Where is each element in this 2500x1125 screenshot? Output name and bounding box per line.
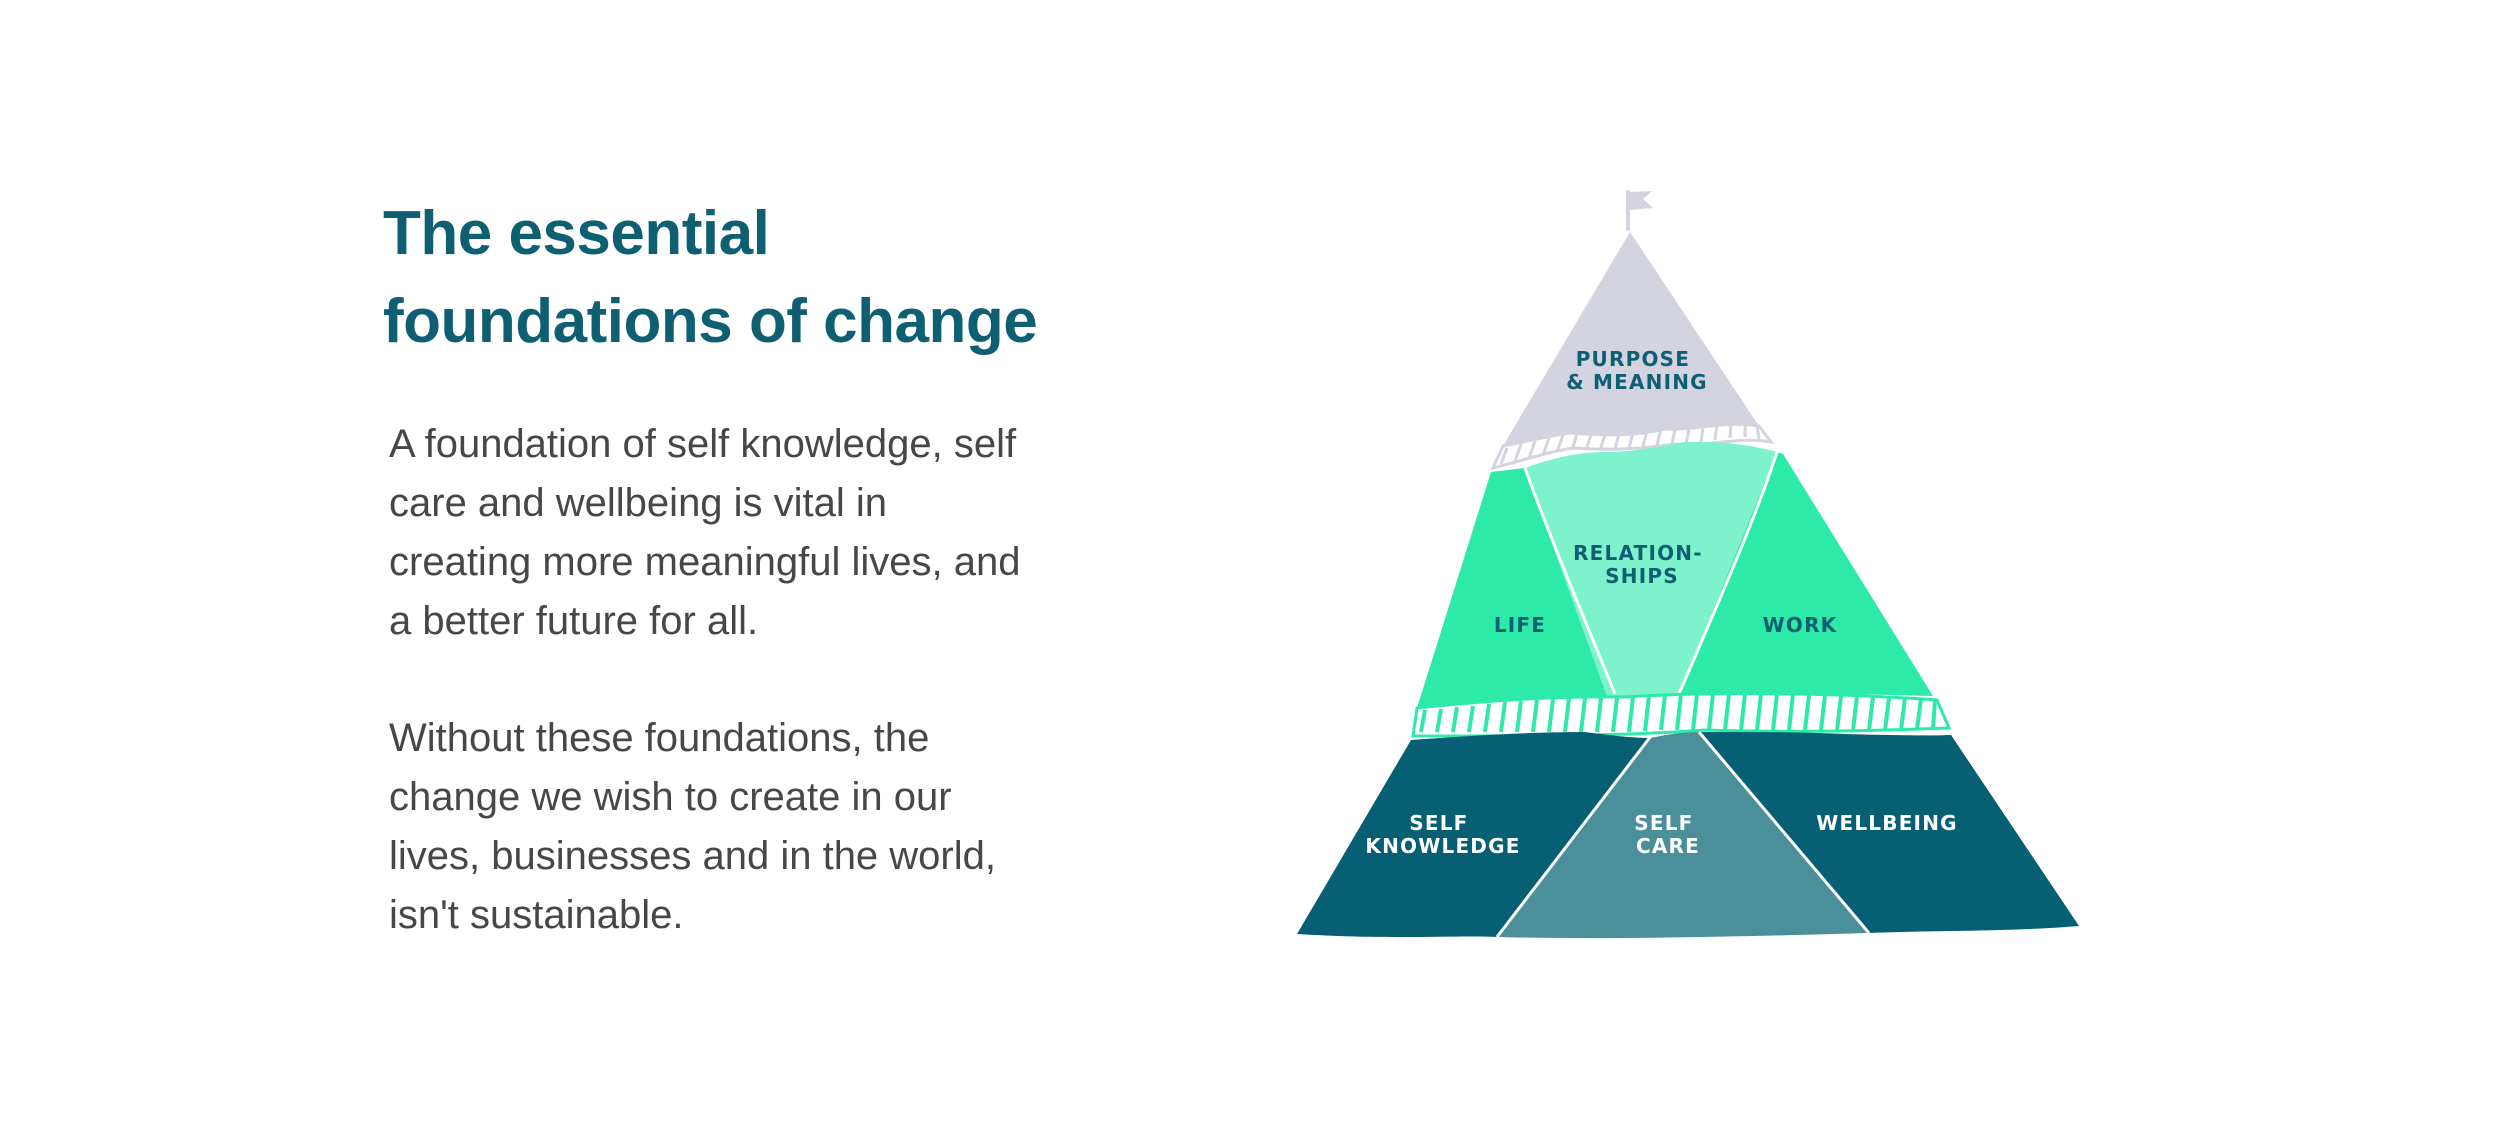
tier-divider-middle-hatching <box>1419 693 1937 733</box>
label-work: WORK <box>1763 613 1838 637</box>
tier-wellbeing <box>1701 732 2079 933</box>
label-self-care: SELF CARE <box>1634 811 1701 858</box>
tier-life <box>1417 468 1607 708</box>
tier-self-care <box>1497 732 1869 939</box>
paragraph-line: lives, businesses and in the world, <box>389 834 996 878</box>
tier-self-knowledge <box>1297 732 1650 938</box>
tier-purpose-meaning <box>1503 232 1759 446</box>
divider-self-care-wellbeing <box>1697 731 1871 934</box>
label-self-knowledge: SELF KNOWLEDGE <box>1365 811 1520 858</box>
label-purpose-meaning: PURPOSE & MEANING <box>1566 347 1708 394</box>
foundations-pyramid: PURPOSE & MEANING RELATION- SHIPS LIFE W… <box>1285 180 2115 960</box>
divider-relationships-work <box>1677 451 1779 695</box>
tier-divider-top-hatching <box>1499 422 1761 465</box>
flag-banner <box>1628 191 1653 210</box>
tier-relationships <box>1525 442 1777 696</box>
intro-paragraph: A foundation of self knowledge, self car… <box>383 415 1109 651</box>
page-title: The essential foundations of change <box>383 190 1123 366</box>
label-life: LIFE <box>1494 613 1546 637</box>
label-wellbeing: WELLBEING <box>1816 811 1958 835</box>
title-line: foundations of change <box>383 287 1038 356</box>
sustainability-paragraph: Without these foundations, the change we… <box>383 709 1109 945</box>
intro-section: The essential foundations of change A fo… <box>383 190 1123 945</box>
divider-self-knowledge-care <box>1495 735 1653 938</box>
paragraph-line: change we wish to create in our <box>389 775 952 819</box>
summit-flag-icon <box>1626 190 1653 231</box>
paragraph-line: a better future for all. <box>389 599 759 643</box>
paragraph-line: A foundation of self knowledge, self <box>389 422 1017 466</box>
tier-work <box>1679 452 1933 696</box>
paragraph-line: isn't sustainable. <box>389 893 684 937</box>
label-relationships: RELATION- SHIPS <box>1573 541 1711 588</box>
paragraph-line: care and wellbeing is vital in <box>389 481 888 525</box>
divider-life-relationships <box>1523 467 1617 695</box>
paragraph-line: Without these foundations, the <box>389 716 930 760</box>
title-line: The essential <box>383 199 770 268</box>
paragraph-line: creating more meaningful lives, and <box>389 540 1021 584</box>
pyramid-illustration: PURPOSE & MEANING RELATION- SHIPS LIFE W… <box>1297 190 2079 939</box>
